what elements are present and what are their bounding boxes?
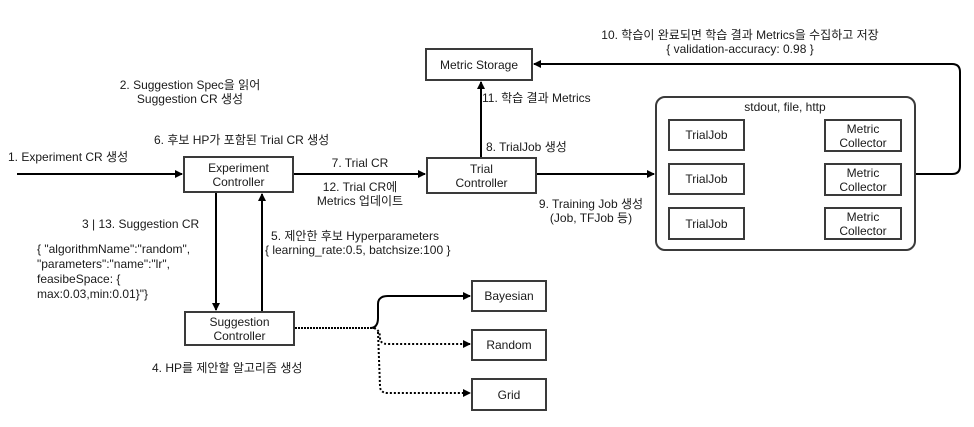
step2-line2: Suggestion CR 생성 (136, 92, 244, 106)
suggestion-controller-line2: Controller (213, 328, 266, 343)
experiment-controller-line1: Experiment (208, 160, 269, 175)
trial-job-2[interactable]: TrialJob (668, 163, 745, 195)
suggestion-controller-line1: Suggestion (209, 314, 270, 329)
arrow-bayesian (369, 292, 471, 329)
metric-collector-line1: Metric (846, 121, 880, 136)
spec-line4: max:0.03,min:0.01}"} (37, 287, 148, 301)
metric-collector-line2: Collector (839, 179, 887, 194)
step9-line2: (Job, TFJob 등) (549, 211, 633, 225)
algorithm-label: Bayesian (484, 289, 534, 303)
collection-channels-label: stdout, file, http (744, 100, 826, 114)
trial-job-label: TrialJob (685, 216, 728, 231)
metric-collector-line2: Collector (839, 223, 887, 238)
step10-line2: { validation-accuracy: 0.98 } (666, 42, 814, 56)
spec-line1: { "algorithmName":"random", (37, 242, 191, 256)
spec-line3: feasibeSpace: { (37, 272, 121, 286)
step9-line1: 9. Training Job 생성 (538, 197, 644, 211)
trial-job-label: TrialJob (685, 128, 728, 142)
step9-label: 9. Training Job 생성 (Job, TFJob 등) (528, 197, 654, 225)
metric-storage[interactable]: Metric Storage (425, 48, 533, 81)
step4-label: 4. HP를 제안할 알고리즘 생성 (152, 361, 303, 375)
algorithm-random[interactable]: Random (471, 329, 547, 361)
metric-collector-line1: Metric (846, 165, 880, 180)
step12-line1: 12. Trial CR에 (322, 180, 398, 194)
metric-collector-line1: Metric (846, 209, 880, 224)
step1-label: 1. Experiment CR 생성 (8, 150, 129, 164)
trial-job-1[interactable]: TrialJob (668, 119, 745, 151)
step12-line2: Metrics 업데이트 (316, 194, 404, 208)
algorithm-label: Grid (497, 387, 521, 402)
step10-line1: 10. 학습이 완료되면 학습 결과 Metrics을 수집하고 저장 (601, 28, 879, 42)
algorithm-grid[interactable]: Grid (471, 378, 547, 411)
step8-label: 8. TrialJob 생성 (486, 140, 567, 154)
trial-controller-line2: Controller (455, 175, 508, 190)
step6-label: 6. 후보 HP가 포함된 Trial CR 생성 (154, 133, 330, 147)
metric-collector-line2: Collector (839, 135, 887, 150)
step11-label: 11. 학습 결과 Metrics (482, 91, 591, 105)
arrow-grid (377, 331, 471, 397)
trial-job-label: TrialJob (685, 172, 728, 186)
step5-line2: { learning_rate:0.5, batchsize:100 } (265, 243, 451, 257)
step5-label: 5. 제안한 후보 Hyperparameters { learning_rat… (265, 229, 451, 257)
step3-label: 3 | 13. Suggestion CR (82, 217, 200, 231)
metric-storage-label: Metric Storage (439, 57, 519, 72)
algorithm-label: Random (486, 338, 532, 352)
step2-label: 2. Suggestion Spec을 읽어 Suggestion CR 생성 (100, 78, 280, 106)
experiment-controller-line2: Controller (212, 174, 265, 189)
step12-label: 12. Trial CR에 Metrics 업데이트 (305, 180, 415, 208)
trial-controller-line1: Trial (470, 161, 493, 176)
step10-label: 10. 학습이 완료되면 학습 결과 Metrics을 수집하고 저장 { va… (600, 28, 880, 56)
arrow-random (373, 327, 471, 348)
step2-line1: 2. Suggestion Spec을 읽어 (119, 78, 261, 92)
step7-label: 7. Trial CR (331, 156, 389, 170)
algorithm-bayesian[interactable]: Bayesian (471, 280, 547, 312)
step5-line1: 5. 제안한 후보 Hyperparameters (271, 229, 439, 243)
suggestion-spec-label: { "algorithmName":"random", "parameters"… (37, 242, 190, 302)
trial-job-3[interactable]: TrialJob (668, 207, 745, 240)
spec-line2: "parameters":"name":"lr", (37, 257, 170, 271)
arrow-store-metrics (533, 60, 961, 175)
